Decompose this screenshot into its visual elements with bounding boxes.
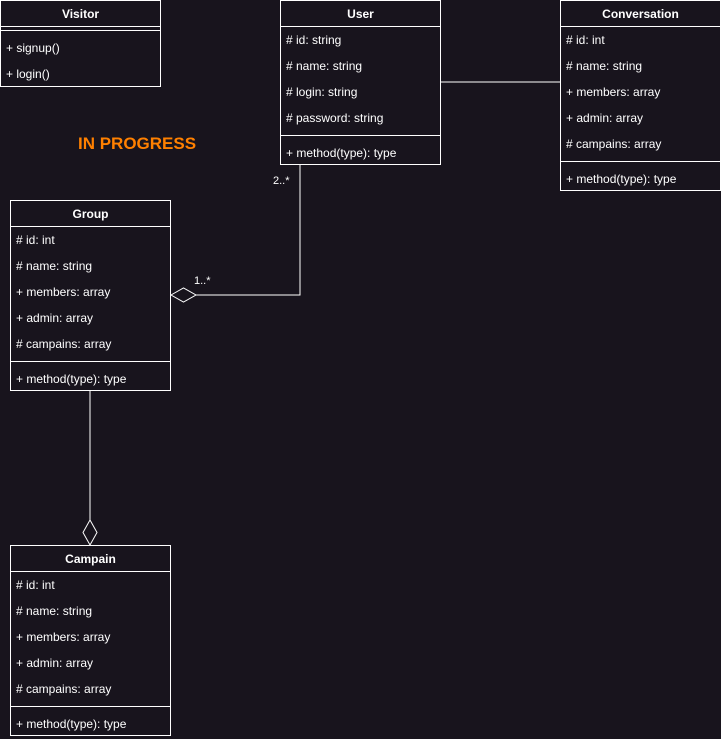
class-group-attribute[interactable]: # id: int — [16, 233, 55, 247]
user-multiplicity-label: 2..* — [273, 175, 290, 187]
class-visitor-name: Visitor — [1, 1, 160, 27]
class-group-attribute[interactable]: + admin: array — [16, 311, 94, 325]
group-aggregation-diamond — [169, 287, 198, 303]
class-group-attribute[interactable]: # name: string — [16, 259, 93, 273]
class-group-method[interactable]: + method(type): type — [16, 372, 127, 386]
class-conversation-attribute[interactable]: + admin: array — [566, 111, 644, 125]
class-campain-method[interactable]: + method(type): type — [16, 717, 127, 731]
class-visitor-method[interactable]: + login() — [6, 67, 50, 81]
class-conversation[interactable]: Conversation # id: int # name: string + … — [560, 0, 721, 191]
class-group-attribute[interactable]: + members: array — [16, 285, 111, 299]
class-campain[interactable]: Campain # id: int # name: string + membe… — [10, 545, 171, 736]
class-user-method[interactable]: + method(type): type — [286, 146, 397, 160]
user-group-aggregation[interactable] — [196, 164, 301, 296]
class-visitor-method[interactable]: + signup() — [6, 41, 60, 55]
group-multiplicity-label: 1..* — [194, 275, 211, 287]
class-user-attribute[interactable]: # password: string — [286, 111, 384, 125]
class-campain-attribute[interactable]: # campains: array — [16, 682, 112, 696]
class-group-attribute[interactable]: # campains: array — [16, 337, 112, 351]
class-campain-attribute[interactable]: + members: array — [16, 630, 111, 644]
class-campain-name: Campain — [11, 546, 170, 572]
class-conversation-attribute[interactable]: # campains: array — [566, 137, 662, 151]
class-user-attribute[interactable]: # id: string — [286, 33, 342, 47]
class-campain-attribute[interactable]: # id: int — [16, 578, 55, 592]
campain-aggregation-diamond — [82, 518, 98, 547]
class-campain-attribute[interactable]: + admin: array — [16, 656, 94, 670]
class-user-name: User — [281, 1, 440, 27]
class-conversation-method[interactable]: + method(type): type — [566, 172, 677, 186]
class-visitor[interactable]: Visitor + signup() + login() — [0, 0, 161, 87]
class-conversation-name: Conversation — [561, 1, 720, 27]
class-user[interactable]: User # id: string # name: string # login… — [280, 0, 441, 165]
class-conversation-attribute[interactable]: # name: string — [566, 59, 643, 73]
class-campain-attribute[interactable]: # name: string — [16, 604, 93, 618]
class-group[interactable]: Group # id: int # name: string + members… — [10, 200, 171, 391]
class-user-attribute[interactable]: # login: string — [286, 85, 358, 99]
class-user-attribute[interactable]: # name: string — [286, 59, 363, 73]
class-group-name: Group — [11, 201, 170, 227]
class-conversation-attribute[interactable]: + members: array — [566, 85, 661, 99]
status-label: IN PROGRESS — [78, 134, 197, 153]
class-conversation-attribute[interactable]: # id: int — [566, 33, 605, 47]
